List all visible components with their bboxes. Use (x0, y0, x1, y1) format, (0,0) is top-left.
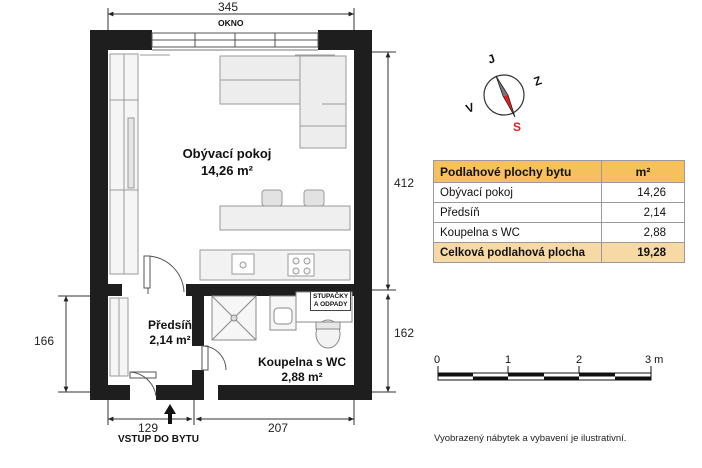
table-row: Předsíň 2,14 (433, 202, 685, 223)
doors (129, 255, 227, 397)
dimension-bottom-left: 129 (138, 421, 159, 435)
entrance-label: VSTUP DO BYTU (118, 434, 199, 445)
utility-shaft-label: STUPAČKY A ODPADY (310, 291, 352, 311)
room-name-hallway: Předsíň (147, 318, 192, 332)
area-row-value: 2,14 (601, 202, 685, 223)
area-row-value: 2,88 (601, 222, 685, 243)
area-row-label: Obývací pokoj (433, 182, 602, 203)
area-table-header: Podlahové plochy bytu m² (433, 160, 685, 183)
room-area-bathroom: 2,88 m² (281, 370, 323, 384)
scale-bar (437, 366, 652, 381)
dimension-left-lower: 166 (34, 334, 55, 348)
room-label-bathroom: Koupelna s WC 2,88 m² (252, 355, 352, 385)
dimension-bottom-right: 207 (268, 421, 289, 435)
window-label: OKNO (218, 18, 244, 28)
floor-area-table: Podlahové plochy bytu m² Obývací pokoj 1… (433, 160, 685, 263)
room-area-hallway: 2,14 m² (149, 333, 191, 347)
table-row: Obývací pokoj 14,26 (433, 182, 685, 203)
area-total-value: 19,28 (601, 242, 685, 263)
scale-label-2: 2 (576, 354, 583, 366)
bathroom-fixtures (211, 291, 353, 349)
walls (90, 30, 372, 400)
window (151, 32, 319, 51)
utility-line-2: A ODPADY (313, 301, 348, 308)
area-row-label: Koupelna s WC (433, 222, 602, 243)
compass-south: S (513, 120, 522, 134)
room-label-hallway: Předsíň 2,14 m² (140, 318, 200, 348)
room-name-bathroom: Koupelna s WC (257, 355, 346, 369)
area-table-header-unit: m² (601, 160, 685, 183)
furniture (109, 53, 351, 281)
scale-label-0: 0 (434, 354, 441, 366)
area-table-header-label: Podlahové plochy bytu (433, 160, 602, 183)
area-row-label: Předsíň (433, 202, 602, 223)
dimension-right-lower: 162 (394, 326, 415, 340)
room-name-living: Obývací pokoj (182, 146, 272, 161)
area-row-value: 14,26 (601, 182, 685, 203)
dimension-top: 345 (218, 0, 239, 14)
illustrative-note: Vyobrazený nábytek a vybavení je ilustra… (434, 433, 627, 444)
area-total-label: Celková podlahová plocha (433, 242, 602, 263)
utility-line-1: STUPAČKY (313, 293, 349, 300)
dimension-right-upper: 412 (394, 176, 415, 190)
area-table-total: Celková podlahová plocha 19,28 (433, 242, 685, 263)
entrance-arrow (164, 404, 176, 424)
table-row: Koupelna s WC 2,88 (433, 222, 685, 243)
scale-label-1: 1 (505, 354, 512, 366)
dimension-lines (58, 8, 396, 425)
scale-label-3: 3 m (645, 354, 664, 366)
room-area-living: 14,26 m² (200, 163, 254, 178)
compass-rose (483, 74, 525, 118)
room-label-living: Obývací pokoj 14,26 m² (170, 145, 284, 179)
